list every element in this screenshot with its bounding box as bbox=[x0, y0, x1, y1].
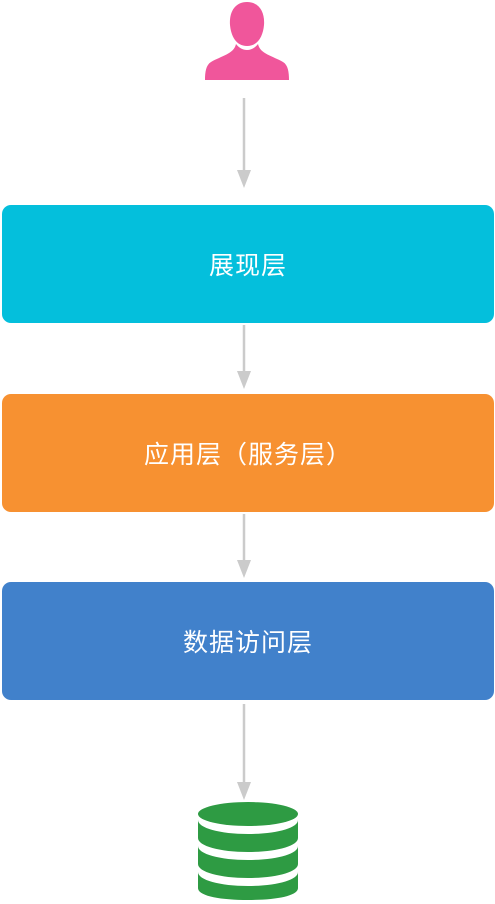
arrow-presentation-to-application bbox=[236, 325, 252, 391]
arrow-application-to-data-access bbox=[236, 514, 252, 580]
user-icon-head bbox=[229, 2, 265, 46]
database-icon bbox=[196, 800, 300, 900]
data-access-layer-label: 数据访问层 bbox=[182, 628, 313, 657]
arrow-user-to-presentation bbox=[236, 98, 252, 190]
user-icon-body bbox=[205, 44, 289, 80]
presentation-layer-label: 展现层 bbox=[208, 251, 287, 280]
application-layer-box: 应用层（服务层） bbox=[2, 394, 494, 512]
user-icon bbox=[201, 0, 293, 82]
data-access-layer-box: 数据访问层 bbox=[2, 582, 494, 700]
arrow-data-access-to-database bbox=[236, 704, 252, 802]
presentation-layer-box: 展现层 bbox=[2, 205, 494, 323]
application-layer-label: 应用层（服务层） bbox=[143, 440, 352, 469]
